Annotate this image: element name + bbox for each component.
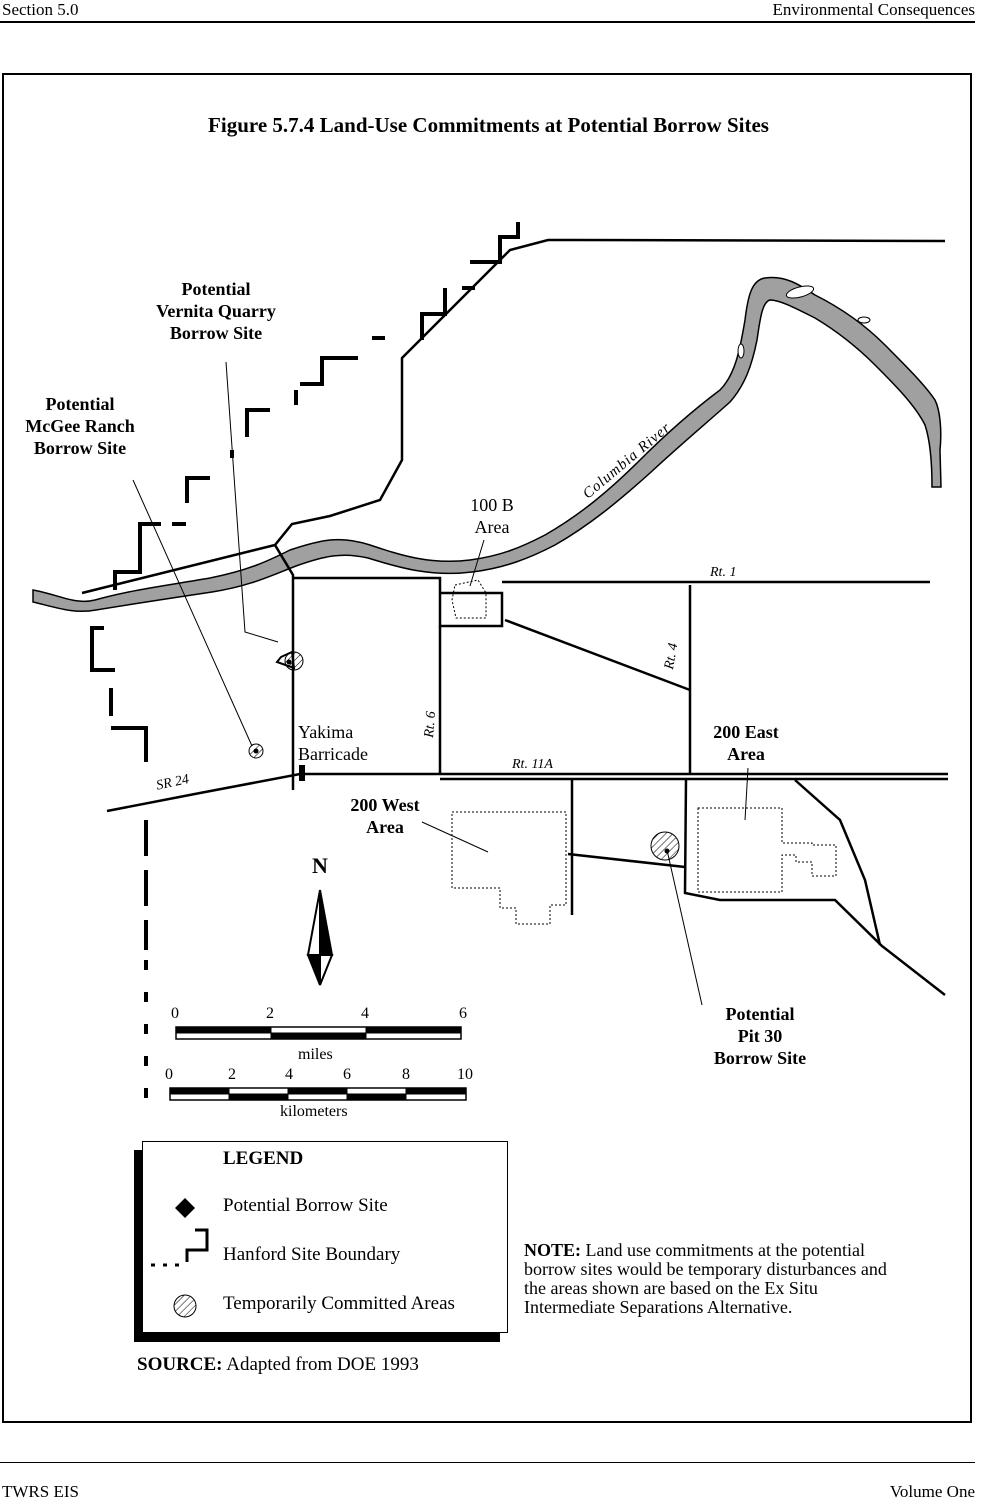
km-scale-bar	[169, 1087, 467, 1101]
km-tick-4: 4	[285, 1066, 293, 1083]
hanford-site-boundary	[90, 222, 520, 1100]
label-line: Vernita Quarry	[156, 301, 276, 321]
label-line: Area	[366, 817, 404, 837]
label-rt-1: Rt. 1	[710, 565, 737, 580]
area-200-east-outline	[697, 807, 837, 893]
area-100b-outline	[451, 579, 487, 619]
miles-unit: miles	[298, 1046, 333, 1063]
label-yakima-barricade: Yakima Barricade	[298, 721, 368, 765]
header-rule	[0, 21, 975, 23]
label-line: Yakima	[298, 722, 354, 742]
header-section: Section 5.0	[2, 0, 79, 19]
river-island	[857, 316, 871, 324]
vernita-borrow-outline	[275, 650, 296, 670]
label-line: Pit 30	[737, 1026, 783, 1046]
label-line: Area	[727, 744, 765, 764]
label-100b-area: 100 B Area	[452, 494, 532, 538]
km-tick-0: 0	[165, 1066, 173, 1083]
legend-title: LEGEND	[223, 1148, 304, 1169]
label-line: 200 East	[713, 722, 779, 742]
hatched-circle-icon	[173, 1294, 197, 1318]
legend-item-borrow-site: Potential Borrow Site	[223, 1195, 388, 1216]
footer-doc: TWRS EIS	[2, 1482, 79, 1501]
label-line: 100 B	[470, 495, 514, 515]
pit30-committed-area	[650, 831, 680, 861]
figure-frame	[2, 73, 972, 1423]
label-pit-30: Potential Pit 30 Borrow Site	[695, 1003, 825, 1069]
label-line: Potential	[725, 1004, 795, 1024]
label-rt-11a: Rt. 11A	[512, 757, 553, 772]
diamond-icon	[175, 1198, 195, 1218]
legend-item-boundary: Hanford Site Boundary	[223, 1244, 401, 1265]
label-rt-6: Rt. 6	[422, 710, 440, 739]
source-prefix: SOURCE:	[137, 1354, 223, 1375]
km-unit: kilometers	[280, 1103, 348, 1120]
label-200-east: 200 East Area	[696, 721, 796, 765]
legend-item-committed-areas: Temporarily Committed Areas	[223, 1293, 455, 1314]
legend: LEGEND Potential Borrow Site Hanford Sit…	[142, 1141, 508, 1333]
label-line: Potential	[45, 394, 115, 414]
area-200-west-outline	[451, 811, 567, 925]
note-text: Land use commitments at the potential bo…	[524, 1240, 887, 1317]
footer-rule	[0, 1462, 975, 1463]
river-island	[737, 343, 745, 359]
miles-tick-2: 2	[266, 1005, 274, 1022]
source-text: Adapted from DOE 1993	[222, 1354, 419, 1375]
km-tick-2: 2	[228, 1066, 236, 1083]
label-200-west: 200 West Area	[335, 794, 435, 838]
road-network	[81, 238, 948, 996]
yakima-barricade-marker	[299, 765, 305, 781]
miles-tick-6: 6	[459, 1005, 467, 1022]
label-mcgee-ranch: Potential McGee Ranch Borrow Site	[10, 393, 150, 459]
header-chapter: Environmental Consequences	[772, 0, 975, 19]
label-line: McGee Ranch	[25, 416, 135, 436]
river-island	[785, 285, 815, 299]
miles-tick-4: 4	[361, 1005, 369, 1022]
label-line: Borrow Site	[169, 323, 263, 343]
miles-scale-bar	[175, 1026, 462, 1040]
label-line: Borrow Site	[33, 438, 127, 458]
borrow-site-markers	[253, 659, 670, 854]
leader-lines	[132, 361, 749, 1006]
label-line: Borrow Site	[713, 1048, 807, 1068]
boundary-icon	[151, 1228, 209, 1267]
note-block: NOTE: Land use commitments at the potent…	[524, 1241, 904, 1317]
note-prefix: NOTE:	[524, 1240, 582, 1260]
figure-title: Figure 5.7.4 Land-Use Commitments at Pot…	[208, 113, 769, 137]
label-line: 200 West	[350, 795, 420, 815]
source-line: SOURCE: Adapted from DOE 1993	[137, 1354, 419, 1376]
columbia-river	[32, 276, 942, 613]
km-tick-6: 6	[343, 1066, 351, 1083]
label-line: Barricade	[298, 744, 368, 764]
label-vernita-quarry: Potential Vernita Quarry Borrow Site	[140, 278, 292, 344]
label-line: Area	[474, 517, 510, 537]
north-label: N	[312, 853, 328, 878]
footer-volume: Volume One	[889, 1482, 975, 1501]
km-tick-8: 8	[402, 1066, 410, 1083]
km-tick-10: 10	[457, 1066, 473, 1083]
north-arrow	[306, 889, 334, 986]
label-line: Potential	[181, 279, 251, 299]
miles-tick-0: 0	[171, 1005, 179, 1022]
